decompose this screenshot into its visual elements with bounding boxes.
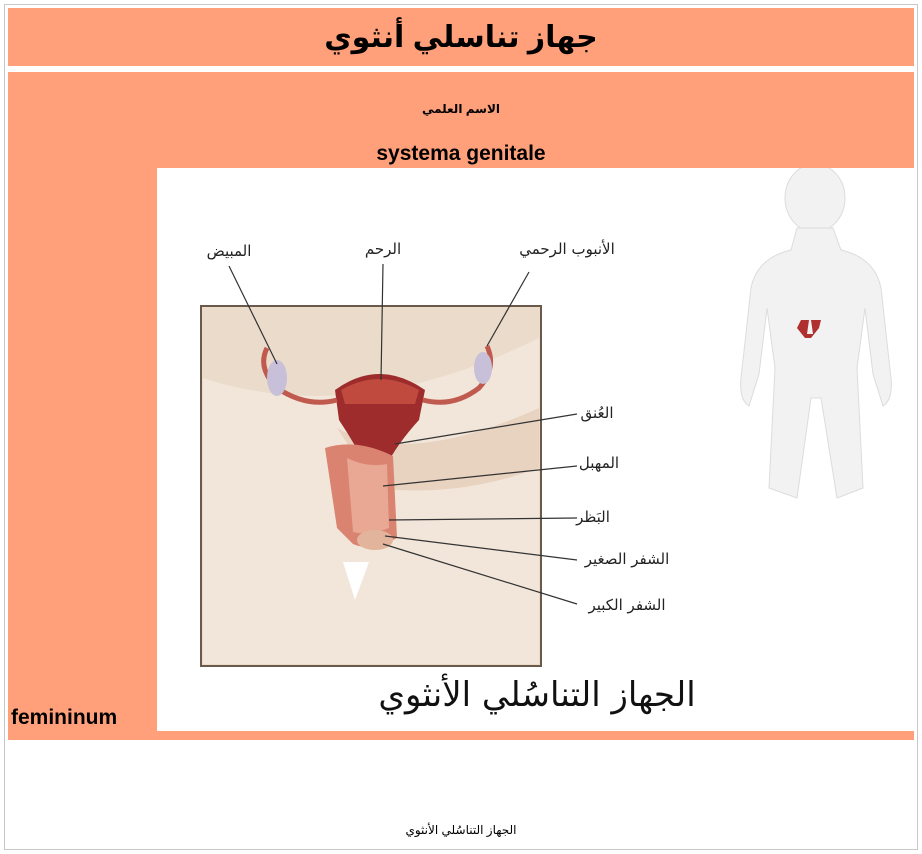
scientific-name-line1: systema genitale	[8, 142, 914, 166]
label-clitoris: البَظر	[575, 508, 610, 526]
anatomy-illustration: المبيض الرحم الأنبوب الرحمي العُنق المهب…	[157, 168, 914, 731]
anatomy-figure: المبيض الرحم الأنبوب الرحمي العُنق المهب…	[157, 168, 914, 731]
label-ovary: المبيض	[207, 242, 252, 260]
label-cervix: العُنق	[580, 404, 613, 422]
page-title: جهاز تناسلي أنثوي	[324, 20, 598, 55]
body-silhouette	[741, 168, 892, 498]
figure-title: الجهاز التناسُلي الأنثوي	[378, 673, 695, 715]
label-labia-minora: الشفر الصغير	[584, 550, 670, 568]
label-uterus: الرحم	[365, 240, 401, 258]
anatomy-inset	[201, 306, 541, 666]
scientific-name-line2: femininum	[11, 706, 117, 730]
figure-caption: الجهاز التناسُلي الأنثوي	[0, 823, 922, 837]
infobox-bottom-bar	[8, 732, 914, 740]
label-fallopian-tube: الأنبوب الرحمي	[519, 239, 615, 259]
label-labia-majora: الشفر الكبير	[587, 596, 665, 614]
label-vagina: المهبل	[579, 454, 619, 472]
header-row: جهاز تناسلي أنثوي	[8, 8, 914, 66]
scientific-name-label: الاسم العلمي	[8, 102, 914, 116]
